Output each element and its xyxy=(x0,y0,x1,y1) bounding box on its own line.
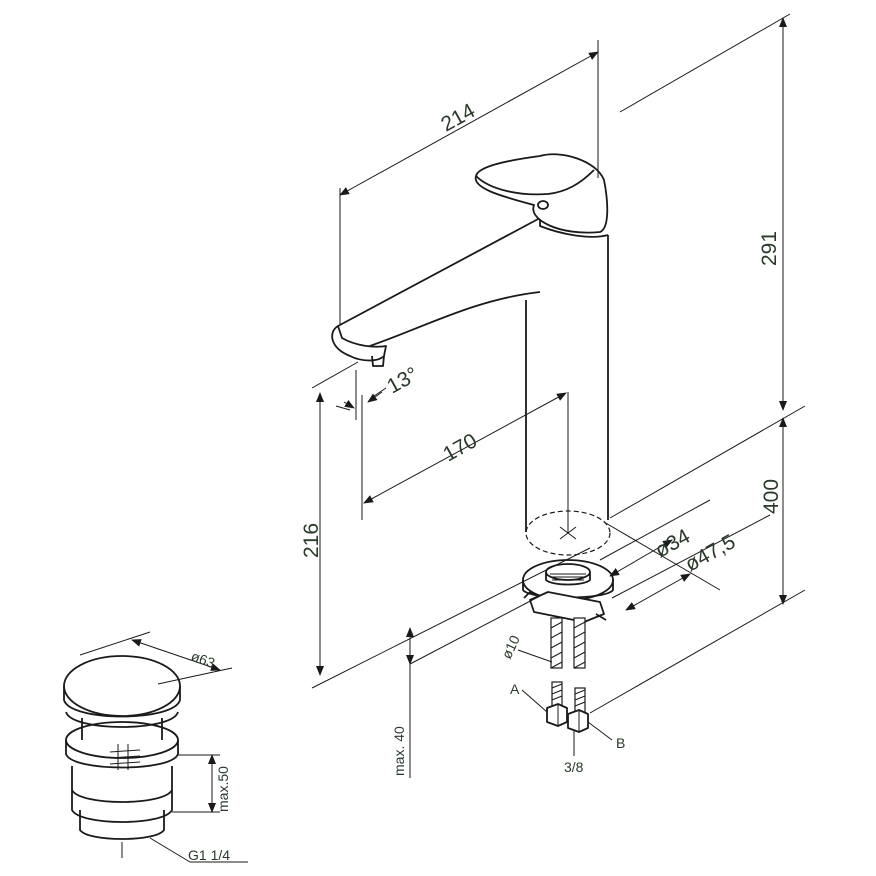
label-connection-a: A xyxy=(510,681,520,697)
supply-hoses xyxy=(546,617,589,733)
dim-170: 170 xyxy=(439,429,481,466)
label-thread-size: 3/8 xyxy=(564,759,584,775)
dim-291: 291 xyxy=(758,231,781,266)
dim-13-degree: 13° xyxy=(383,363,422,399)
dim-214: 214 xyxy=(437,99,479,136)
dimension-lines xyxy=(311,13,806,778)
label-connection-b: B xyxy=(616,735,625,751)
dim-flange-diameter: ø47,5 xyxy=(681,530,739,576)
faucet-body xyxy=(331,217,609,532)
waste-valve-diameter: ø63 xyxy=(189,648,217,671)
dim-max-40: max. 40 xyxy=(391,726,407,776)
lever-handle xyxy=(474,153,609,234)
dim-216: 216 xyxy=(300,523,323,558)
dim-400: 400 xyxy=(760,479,783,514)
waste-valve-thread: G1 1/4 xyxy=(188,847,230,863)
waste-valve-drawing xyxy=(63,631,248,863)
waste-valve-max-thickness: max.50 xyxy=(215,766,231,812)
dim-hose-diameter: ø10 xyxy=(498,632,523,661)
base-flange xyxy=(522,392,614,623)
